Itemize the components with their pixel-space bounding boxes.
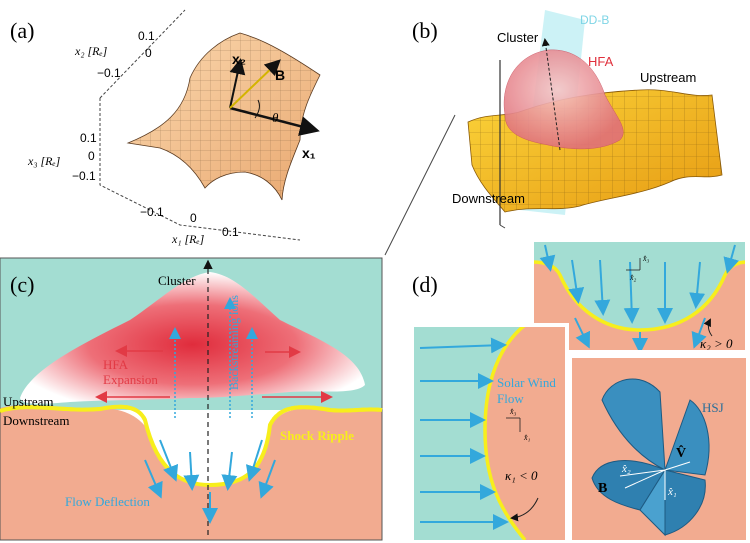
deflection-arrow-4 bbox=[245, 439, 263, 482]
d1-x1-label: x̂₁ bbox=[523, 433, 531, 442]
c-deflection-label: Flow Deflection bbox=[65, 494, 150, 509]
hsj-lobe-4 bbox=[664, 469, 706, 536]
d2-arrow-10 bbox=[691, 317, 707, 349]
d2-arrow-8 bbox=[574, 317, 591, 349]
d2-downstream-region bbox=[532, 262, 747, 352]
x1-tick-3: 0.1 bbox=[222, 225, 239, 239]
zoom-line-2 bbox=[499, 224, 506, 229]
panel-a: (a) x₂ [Rₑ] 0.1 0 −0.1 x₃ [Rₑ] 0.1 0 −0.… bbox=[10, 9, 321, 246]
d2-arrow-4 bbox=[623, 261, 640, 324]
panel-c: (c) Cluster HFA Expansion Backstreaming … bbox=[0, 257, 383, 541]
d2-arrow-6 bbox=[689, 261, 706, 309]
hsj-lobe-2 bbox=[664, 399, 710, 476]
d-subpanel-kappa1: x̂₃ x̂₁ Solar Wind Flow κ₁ < 0 bbox=[410, 323, 569, 543]
panel-c-label: (c) bbox=[10, 272, 34, 297]
x3-tick-2: 0 bbox=[88, 149, 95, 163]
hsj-lobe-1 bbox=[601, 378, 666, 471]
b-cluster-label: Cluster bbox=[497, 30, 539, 45]
d1-solar-wind-label-2: Flow bbox=[497, 391, 524, 406]
x3-tick-3: −0.1 bbox=[72, 169, 96, 183]
saddle-grid bbox=[128, 33, 320, 200]
d2-arrow-1 bbox=[539, 244, 556, 272]
b-downstream-label: Downstream bbox=[452, 191, 525, 206]
theta-label: θ bbox=[272, 110, 279, 125]
x2-tick-3: −0.1 bbox=[97, 66, 121, 80]
vec-x2-label: x₂ bbox=[232, 51, 246, 67]
b-vector bbox=[229, 59, 281, 109]
deflection-arrow-3 bbox=[221, 451, 238, 491]
dd-b-label: DD-B bbox=[580, 13, 609, 27]
c-downstream-label: Downstream bbox=[3, 413, 69, 428]
hsj-axis-b bbox=[624, 469, 666, 489]
d-subpanel-hsj: HSJ V̂ B x̂₂ x̂₁ bbox=[568, 354, 750, 543]
c-frame bbox=[0, 257, 383, 541]
c-expansion-label-2: Expansion bbox=[103, 372, 158, 387]
panel-b: (b) DD-B Cluster HFA Upstream Downstream bbox=[412, 10, 723, 225]
x1-axis-label: x₁ [Rₑ] bbox=[171, 232, 205, 246]
d1-downstream-region bbox=[485, 325, 567, 540]
panel-b-label: (b) bbox=[412, 18, 438, 43]
d2-arrow-2 bbox=[568, 259, 585, 304]
panel-d-label: (d) bbox=[412, 272, 438, 297]
x1-tick-1: −0.1 bbox=[140, 205, 164, 219]
d1-frame bbox=[410, 323, 569, 543]
x2-vector bbox=[229, 58, 246, 109]
d1-solar-wind-label-1: Solar Wind bbox=[497, 375, 556, 390]
d2-x3-label: x̂₃ bbox=[642, 254, 650, 263]
hsj-axis-x2 bbox=[619, 469, 666, 477]
d1-x3-label: x̂₃ bbox=[509, 407, 517, 416]
panel-a-label: (a) bbox=[10, 18, 34, 43]
d3-b-label: B bbox=[598, 481, 607, 496]
shock-ripple-dashed-left bbox=[0, 404, 147, 422]
x2-axis-label: x₂ [Rₑ] bbox=[74, 44, 108, 58]
d2-arrow-3 bbox=[594, 259, 611, 316]
d2-x2-label: x̂₂ bbox=[629, 273, 637, 282]
deflection-arrow-2 bbox=[183, 451, 200, 491]
deflection-arrow-5 bbox=[144, 459, 163, 499]
d3-frame bbox=[568, 354, 750, 543]
d2-kappa2-label: κ₂ > 0 bbox=[700, 336, 733, 351]
c-backstreaming-label: Backstreaming ions bbox=[227, 295, 241, 390]
d3-hsj-label: HSJ bbox=[702, 400, 724, 415]
axis-x2-line bbox=[99, 9, 186, 99]
c-downstream-region bbox=[0, 404, 382, 540]
x2-tick-1: 0.1 bbox=[138, 29, 155, 43]
hsj-lobe-5 bbox=[639, 468, 666, 537]
d1-arrow-1 bbox=[419, 337, 507, 354]
b-upstream-label: Upstream bbox=[640, 70, 696, 85]
panel-d: (d) x̂₃ x̂₂ κ₂ > 0 bbox=[410, 238, 750, 543]
zoom-line-1 bbox=[384, 114, 456, 256]
d1-curvature-arrow bbox=[510, 497, 539, 522]
d1-kappa1-label: κ₁ < 0 bbox=[505, 468, 538, 483]
d3-x2-label: x̂₂ bbox=[621, 463, 631, 475]
hfa-blob bbox=[20, 272, 365, 404]
deflection-arrow-6 bbox=[258, 459, 276, 499]
c-ripple-label: Shock Ripple bbox=[280, 428, 354, 443]
d2-curvature-arrow bbox=[703, 318, 713, 337]
hsj-axis-v bbox=[664, 461, 691, 471]
shock-ripple-dashed-right bbox=[268, 405, 383, 426]
d2-arrow-7 bbox=[723, 244, 739, 274]
x2-tick-2: 0 bbox=[145, 46, 152, 60]
vec-x1-label: x₁ bbox=[302, 145, 316, 161]
x1-vector bbox=[229, 106, 320, 136]
c-cluster-label: Cluster bbox=[158, 273, 196, 288]
axis-box-lines bbox=[99, 98, 301, 241]
c-expansion-label-1: HFA bbox=[103, 357, 129, 372]
shock-ripple-line bbox=[0, 404, 383, 488]
b-hfa-label: HFA bbox=[588, 54, 614, 69]
cluster-path-arrow bbox=[541, 38, 561, 151]
d2-frame bbox=[530, 238, 749, 354]
x1-tick-2: 0 bbox=[190, 211, 197, 225]
x3-tick-1: 0.1 bbox=[80, 131, 97, 145]
vec-b-label: B bbox=[275, 67, 285, 83]
x3-axis-label: x₃ [Rₑ] bbox=[27, 154, 61, 168]
theta-arc bbox=[254, 99, 260, 119]
d3-v-label: V̂ bbox=[676, 444, 686, 461]
deflection-arrow-1 bbox=[159, 439, 179, 482]
hfa-dome bbox=[503, 49, 624, 150]
c-upstream-label: Upstream bbox=[3, 394, 54, 409]
d3-x1-label: x̂₁ bbox=[667, 486, 677, 498]
